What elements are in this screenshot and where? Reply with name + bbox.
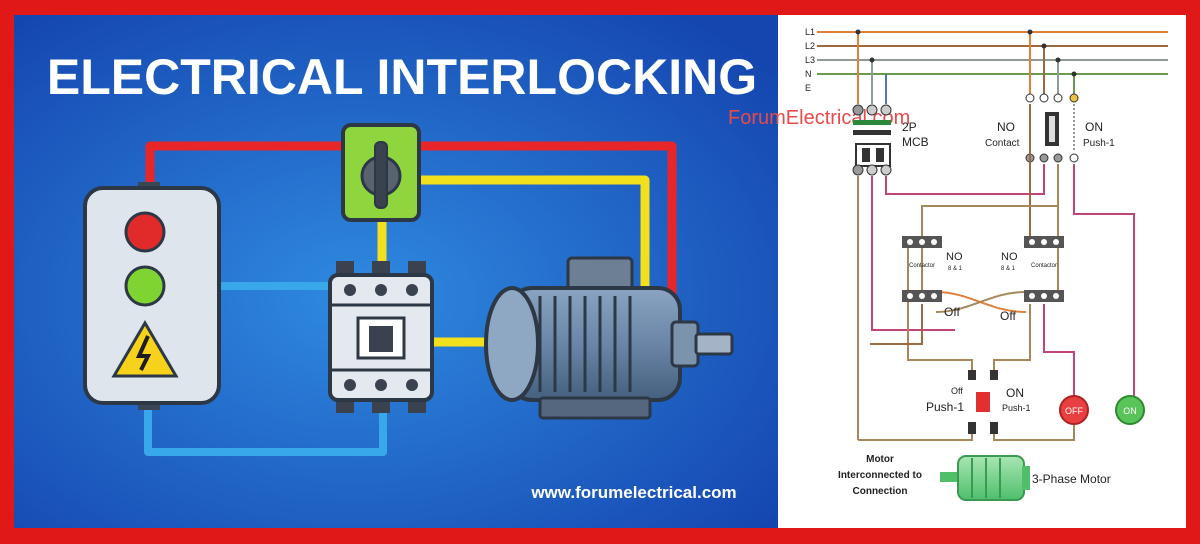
no-contact-label-no: NO — [997, 120, 1015, 134]
on-push-top-label-push: Push-1 — [1083, 138, 1115, 149]
contactor-right-sub: 8 & 1 — [1001, 266, 1016, 272]
red-indicator-light — [124, 211, 166, 253]
contactor-left-no: NO — [946, 251, 963, 263]
line-label-l1: L1 — [805, 27, 815, 37]
selector-switch — [341, 123, 421, 222]
contactor-right-no: NO — [1001, 251, 1018, 263]
wiring-schematic: L1 L2 L3 N E ForumElectrical.com — [728, 27, 1168, 501]
green-motor-icon — [940, 455, 1030, 501]
push-bottom-on: ON — [1006, 386, 1024, 400]
off-label-right: Off — [1000, 309, 1016, 323]
main-title: ELECTRICAL INTERLOCKING — [47, 49, 757, 105]
contactor-left-sub: 8 & 1 — [948, 266, 963, 272]
off-label-left: Off — [944, 305, 960, 319]
push-bottom-on-sub: Push-1 — [1002, 403, 1031, 413]
motor-label: 3-Phase Motor — [1032, 472, 1111, 486]
mcb-label-mcb: MCB — [902, 135, 929, 149]
yellow-wire-top — [413, 175, 650, 315]
electric-motor — [484, 256, 734, 420]
left-illustration-panel: ELECTRICAL INTERLOCKING — [14, 15, 778, 528]
contactor-right-label: Contactor — [1031, 263, 1057, 269]
motor-shaft — [694, 332, 734, 356]
line-label-l3: L3 — [805, 55, 815, 65]
red-wire-right — [413, 141, 677, 320]
green-indicator-light — [124, 265, 166, 307]
off-button — [1059, 395, 1089, 425]
warning-icon — [111, 320, 179, 378]
website-url: www.forumelectrical.com — [530, 483, 736, 502]
control-box — [83, 182, 221, 410]
push-button-bottom — [968, 370, 998, 434]
contactor-left-label: Contactor — [909, 263, 935, 269]
contactor-right — [1024, 236, 1064, 302]
off-button-label: OFF — [1065, 406, 1083, 416]
motor-caption-line2: Interconnected to — [838, 470, 922, 481]
mcb-breaker — [852, 104, 892, 176]
line-label-e: E — [805, 83, 811, 93]
line-label-l2: L2 — [805, 41, 815, 51]
red-wire-left — [145, 141, 350, 195]
push-bottom-off: Off — [951, 386, 963, 396]
contactor — [328, 261, 434, 413]
contactor-left — [902, 236, 942, 302]
motor-caption-line1: Motor — [866, 454, 894, 465]
on-button-label: ON — [1123, 406, 1137, 416]
push-bottom-push: Push-1 — [926, 400, 964, 414]
on-push-top-label-on: ON — [1085, 120, 1103, 134]
mcb-label-2p: 2P — [902, 120, 917, 134]
no-contact-label-contact: Contact — [985, 138, 1020, 149]
line-label-n: N — [805, 69, 812, 79]
motor-caption-line3: Connection — [853, 486, 908, 497]
no-contact-block — [1025, 93, 1079, 163]
on-button — [1115, 395, 1145, 425]
blue-wire-bottom — [144, 401, 387, 456]
